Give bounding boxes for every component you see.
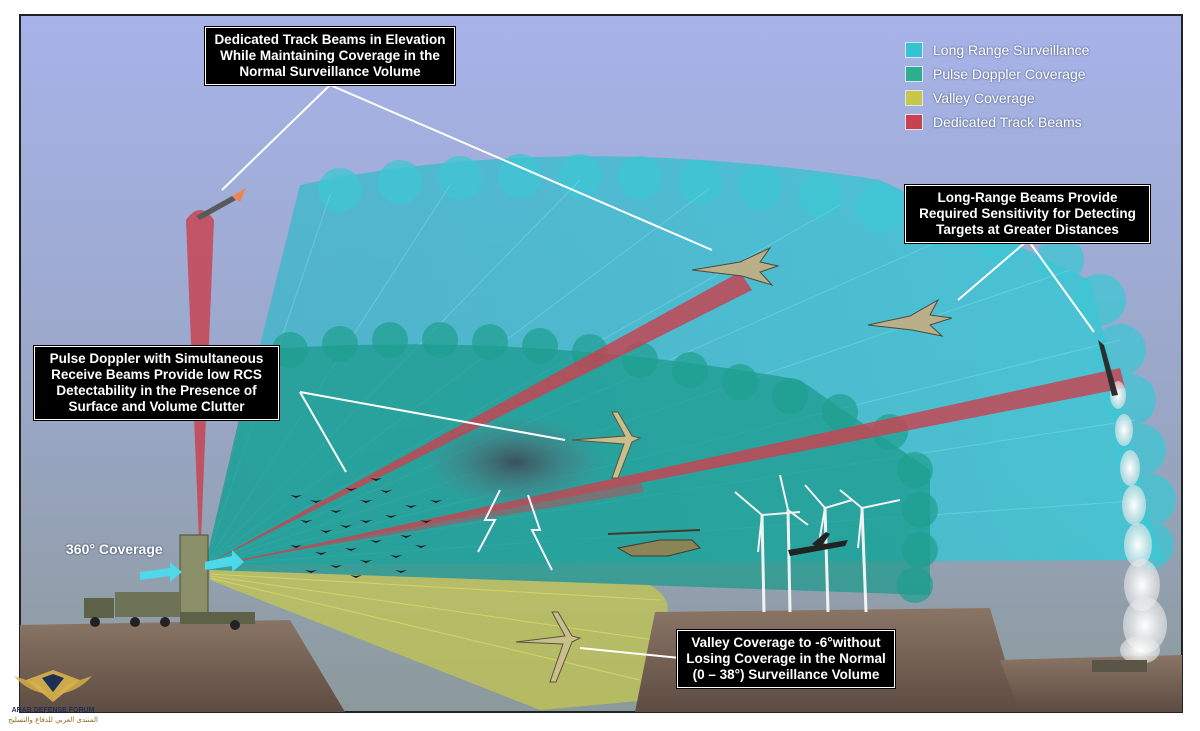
track-callout-line-1: Dedicated Track Beams in Elevation: [214, 32, 446, 47]
long-range-callout: Long-Range Beams Provide Required Sensit…: [905, 185, 1150, 243]
callout-leader-lines: [221, 84, 1095, 659]
pulse-doppler-callout-line-2: Receive Beams Provide low RCS: [51, 367, 262, 382]
coverage-360-label: 360° Coverage: [66, 541, 163, 557]
legend-label-pulse-doppler: Pulse Doppler Coverage: [933, 66, 1086, 82]
legend-item-pulse-doppler: Pulse Doppler Coverage: [905, 62, 1105, 86]
valley-callout-line-2: Losing Coverage in the Normal: [686, 651, 886, 666]
legend-label-track: Dedicated Track Beams: [933, 114, 1082, 130]
legend-item-valley: Valley Coverage: [905, 86, 1105, 110]
legend-label-long-range: Long Range Surveillance: [933, 42, 1090, 58]
pulse-doppler-callout: Pulse Doppler with Simultaneous Receive …: [34, 346, 279, 420]
legend-swatch-pulse-doppler: [905, 66, 923, 82]
wind-turbines: [734, 474, 901, 613]
long-range-callout-line-2: Required Sensitivity for Detecting: [919, 206, 1136, 221]
track-callout-line-2: While Maintaining Coverage in the: [220, 48, 440, 63]
missile-upper: [196, 188, 246, 220]
legend-swatch-valley: [905, 90, 923, 106]
fighter-jet-upper: [691, 246, 780, 287]
legend-label-valley: Valley Coverage: [933, 90, 1035, 106]
dedicated-track-beams: [186, 210, 1125, 568]
track-beams-callout: Dedicated Track Beams in Elevation While…: [205, 27, 455, 85]
bird-flock: [290, 478, 442, 578]
legend: Long Range Surveillance Pulse Doppler Co…: [905, 38, 1105, 134]
valley-callout-line-1: Valley Coverage to -6°without: [691, 635, 881, 650]
arab-defense-forum-watermark: ARAB DEFENSE FORUM المنتدى العربي للدفاع…: [8, 662, 98, 731]
uav-drone-valley: [515, 611, 582, 683]
valley-callout-line-3: (0 – 38°) Surveillance Volume: [692, 667, 880, 682]
watermark-emblem-icon: ARAB DEFENSE FORUM المنتدى العربي للدفاع…: [8, 670, 98, 724]
pulse-doppler-callout-line-4: Surface and Volume Clutter: [68, 399, 245, 414]
long-range-callout-line-1: Long-Range Beams Provide: [937, 190, 1118, 205]
pulse-doppler-callout-line-3: Detectability in the Presence of: [56, 383, 257, 398]
legend-swatch-track: [905, 114, 923, 130]
legend-item-long-range: Long Range Surveillance: [905, 38, 1105, 62]
track-callout-line-3: Normal Surveillance Volume: [239, 64, 421, 79]
rotation-arrows: [140, 550, 244, 582]
small-aircraft: [788, 532, 848, 556]
legend-item-track: Dedicated Track Beams: [905, 110, 1105, 134]
long-range-callout-line-3: Targets at Greater Distances: [936, 222, 1119, 237]
uav-drone-mid: [571, 411, 642, 479]
watermark-line-1: ARAB DEFENSE FORUM: [12, 707, 95, 714]
watermark-line-2: المنتدى العربي للدفاع والتسليح: [8, 716, 98, 724]
radar-system: [84, 534, 255, 630]
fighter-jet-right: [867, 298, 953, 337]
legend-swatch-long-range: [905, 42, 923, 58]
helicopter: [607, 529, 701, 557]
pulse-doppler-callout-line-1: Pulse Doppler with Simultaneous: [49, 351, 264, 366]
valley-coverage-callout: Valley Coverage to -6°without Losing Cov…: [677, 630, 895, 688]
ballistic-missile: [1092, 340, 1167, 672]
